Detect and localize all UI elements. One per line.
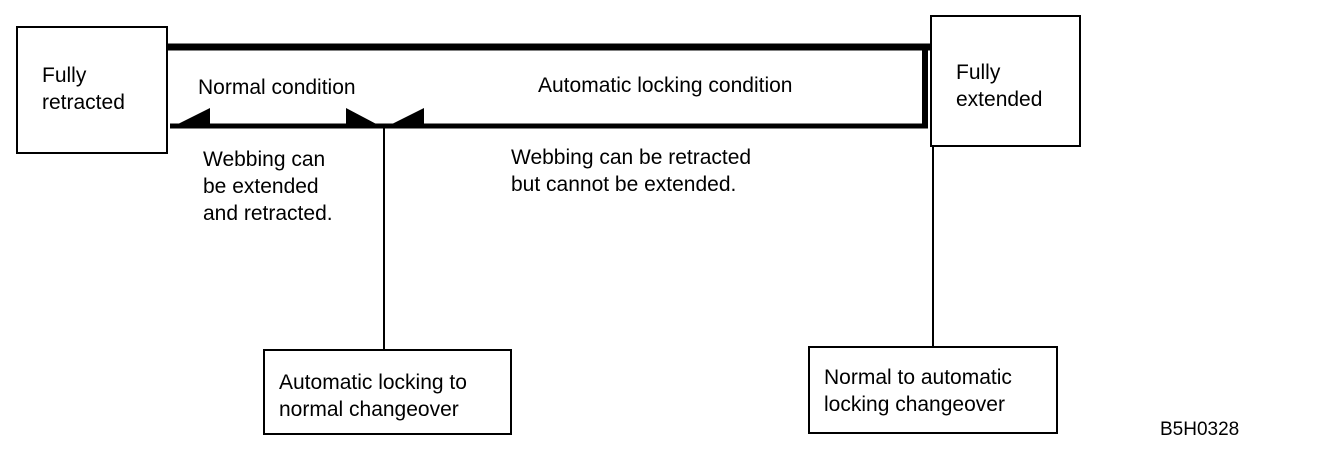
normal-to-auto-changeover-box: Normal to automatic locking changeover bbox=[808, 346, 1058, 434]
automatic-locking-condition-label: Automatic locking condition bbox=[538, 74, 793, 97]
fully-extended-label: Fully extended bbox=[956, 61, 1043, 111]
auto-to-normal-changeover-box: Automatic locking to normal changeover bbox=[263, 349, 512, 435]
normal-note: Webbing can be extended and retracted. bbox=[203, 148, 333, 225]
fully-extended-box: Fully extended bbox=[930, 15, 1081, 147]
arrow-left-retracted bbox=[170, 108, 210, 128]
fully-retracted-box: Fully retracted bbox=[16, 26, 168, 154]
arrow-left-automatic bbox=[384, 108, 424, 128]
arrow-right-normal bbox=[346, 108, 384, 128]
automatic-note: Webbing can be retracted but cannot be e… bbox=[511, 146, 752, 196]
normal-condition-label: Normal condition bbox=[198, 76, 356, 99]
fully-retracted-label: Fully retracted bbox=[42, 64, 125, 114]
figure-code: B5H0328 bbox=[1160, 419, 1240, 440]
auto-to-normal-changeover-label: Automatic locking to normal changeover bbox=[279, 371, 467, 421]
normal-to-auto-changeover-label: Normal to automatic locking changeover bbox=[824, 366, 1012, 416]
